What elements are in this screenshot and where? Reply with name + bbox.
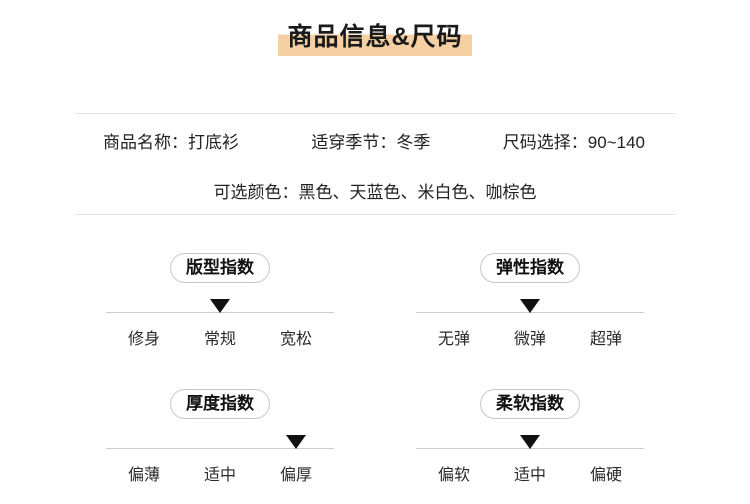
size-range-field: 尺码选择：90~140 <box>502 132 645 152</box>
fit-index-section: 版型指数 修身 常规 宽松 <box>106 253 334 349</box>
softness-index-section: 柔软指数 偏软 适中 偏硬 <box>416 389 644 485</box>
elasticity-option-none: 无弹 <box>437 331 470 348</box>
softness-index-track <box>416 419 644 449</box>
elasticity-index-pill: 弹性指数 <box>480 253 580 283</box>
product-info-row-1: 商品名称：打底衫 适穿季节：冬季 尺码选择：90~140 <box>75 114 675 166</box>
fit-index-track <box>106 283 334 313</box>
softness-index-pill: 柔软指数 <box>480 389 580 419</box>
thickness-option-thick: 偏厚 <box>279 467 312 484</box>
elasticity-index-track <box>416 283 644 313</box>
season-field: 适穿季节：冬季 <box>311 132 431 152</box>
down-triangle-icon <box>520 299 540 313</box>
softness-option-hard: 偏硬 <box>589 467 622 484</box>
elasticity-option-super: 超弹 <box>589 331 622 348</box>
thickness-option-thin: 偏薄 <box>127 467 160 484</box>
index-grid: 版型指数 修身 常规 宽松 弹性指数 无弹 微弹 超弹 厚度指数 <box>106 253 644 485</box>
elasticity-option-slight: 微弹 <box>513 331 546 348</box>
down-triangle-icon <box>520 435 540 449</box>
page-title: 商品信息&尺码 <box>278 21 472 56</box>
fit-option-regular: 常规 <box>203 331 236 348</box>
product-info-row-2: 可选颜色：黑色、天蓝色、米白色、咖棕色 <box>75 166 675 214</box>
fit-option-loose: 宽松 <box>279 331 312 348</box>
thickness-index-pill: 厚度指数 <box>170 389 270 419</box>
product-info-table: 商品名称：打底衫 适穿季节：冬季 尺码选择：90~140 可选颜色：黑色、天蓝色… <box>75 113 675 215</box>
down-triangle-icon <box>286 435 306 449</box>
thickness-index-track <box>106 419 334 449</box>
fit-option-slim: 修身 <box>127 331 160 348</box>
elasticity-index-section: 弹性指数 无弹 微弹 超弹 <box>416 253 644 349</box>
softness-option-medium: 适中 <box>513 467 546 484</box>
color-options-field: 可选颜色：黑色、天蓝色、米白色、咖棕色 <box>213 182 537 202</box>
thickness-option-medium: 适中 <box>203 467 236 484</box>
product-name-field: 商品名称：打底衫 <box>103 132 239 152</box>
softness-option-soft: 偏软 <box>437 467 470 484</box>
fit-index-pill: 版型指数 <box>170 253 270 283</box>
thickness-index-section: 厚度指数 偏薄 适中 偏厚 <box>106 389 334 485</box>
title-bar: 商品信息&尺码 <box>0 21 750 59</box>
down-triangle-icon <box>210 299 230 313</box>
